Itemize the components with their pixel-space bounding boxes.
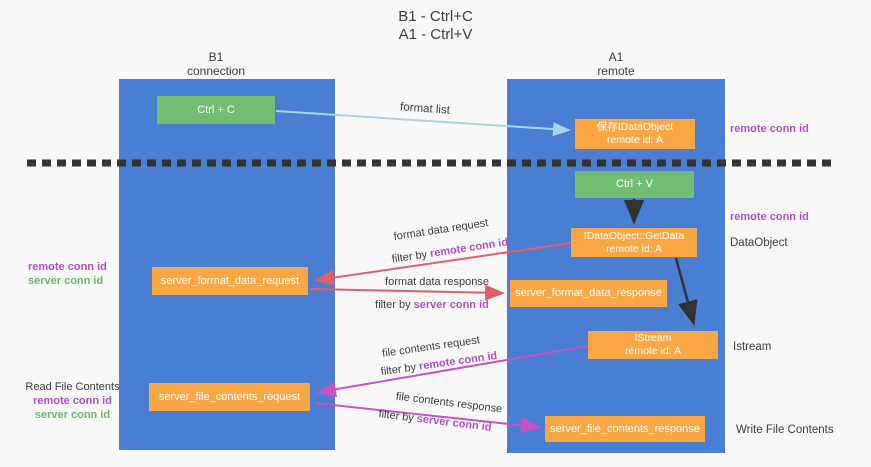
read-file-contents-legend: Read File Contents remote conn id server… xyxy=(20,380,125,422)
save-idataobject-line1: 保存IDataObject xyxy=(596,121,674,133)
server-format-data-response-label: server_format_data_response xyxy=(515,287,662,299)
filter-by-text: filter by xyxy=(391,248,431,266)
left-conn-id-legend: remote conn id server conn id xyxy=(28,260,107,288)
server-format-data-response-box: server_format_data_response xyxy=(510,280,667,307)
remote-conn-id-text: remote conn id xyxy=(429,236,509,260)
read-remote-conn-id-label: remote conn id xyxy=(33,395,112,407)
right-column-name: A1 xyxy=(608,50,624,64)
filter-by-text: filter by xyxy=(380,360,420,379)
diagram-title: B1 - Ctrl+C A1 - Ctrl+V xyxy=(0,8,871,44)
server-format-data-request-label: server_format_data_request xyxy=(160,274,300,287)
format-data-request-label: format data request xyxy=(392,217,490,243)
server-file-contents-request-box: server_file_contents_request xyxy=(149,383,310,411)
save-idataobject-box: 保存IDataObject remote id: A xyxy=(575,119,695,149)
ctrl-v-box: Ctrl + V xyxy=(575,171,694,198)
server-file-contents-response-label: server_file_contents_response xyxy=(550,422,700,435)
ctrl-c-label: Ctrl + C xyxy=(197,103,235,116)
idataobject-getdata-box: IDataObject::GetData remote id: A xyxy=(571,228,697,257)
istream-line1: IStream xyxy=(634,332,672,344)
format-data-response-arrow xyxy=(309,284,505,301)
ctrl-v-label: Ctrl + V xyxy=(616,178,653,190)
remote-conn-id-side-label-top: remote conn id xyxy=(730,123,809,135)
getdata-line2: remote id: A xyxy=(605,242,663,255)
filter-by-text: filter by xyxy=(375,299,414,311)
format-data-response-label: format data response xyxy=(385,276,489,288)
left-column-subtitle: connection xyxy=(186,64,246,78)
title-line-2: A1 - Ctrl+V xyxy=(398,26,473,43)
getdata-line1: IDataObject::GetData xyxy=(583,229,685,242)
title-line-1: B1 - Ctrl+C xyxy=(398,8,473,25)
remote-conn-id-text: remote conn id xyxy=(418,349,498,373)
server-conn-id-text: server conn id xyxy=(413,299,489,311)
format-list-label: format list xyxy=(399,101,451,117)
left-column-name: B1 xyxy=(208,50,224,64)
istream-side-label: Istream xyxy=(733,341,772,353)
read-file-contents-label: Read File Contents xyxy=(25,381,120,393)
server-file-contents-request-label: server_file_contents_request xyxy=(158,390,301,403)
right-column-header: A1 remote xyxy=(556,50,676,78)
left-server-conn-id-label: server conn id xyxy=(28,275,104,287)
filter-by-server-conn-id-label-1: filter by server conn id xyxy=(375,299,489,311)
right-column-subtitle: remote xyxy=(597,64,635,78)
istream-line2: remote id: A xyxy=(624,345,682,357)
read-server-conn-id-label: server conn id xyxy=(34,409,111,421)
left-remote-conn-id-label: remote conn id xyxy=(28,261,107,273)
dataobject-side-label: DataObject xyxy=(730,237,788,249)
istream-box: IStream remote id: A xyxy=(588,331,718,359)
save-idataobject-line2: remote id: A xyxy=(606,134,664,146)
write-file-contents-label: Write File Contents xyxy=(736,424,834,436)
left-column-header: B1 connection xyxy=(156,50,276,78)
filter-by-text: filter by xyxy=(377,408,418,425)
server-format-data-request-box: server_format_data_request xyxy=(152,267,308,295)
remote-conn-id-side-label-mid: remote conn id xyxy=(730,211,809,223)
ctrl-c-box: Ctrl + C xyxy=(157,96,275,124)
server-file-contents-response-box: server_file_contents_response xyxy=(545,416,705,442)
server-conn-id-text: server conn id xyxy=(416,412,493,434)
